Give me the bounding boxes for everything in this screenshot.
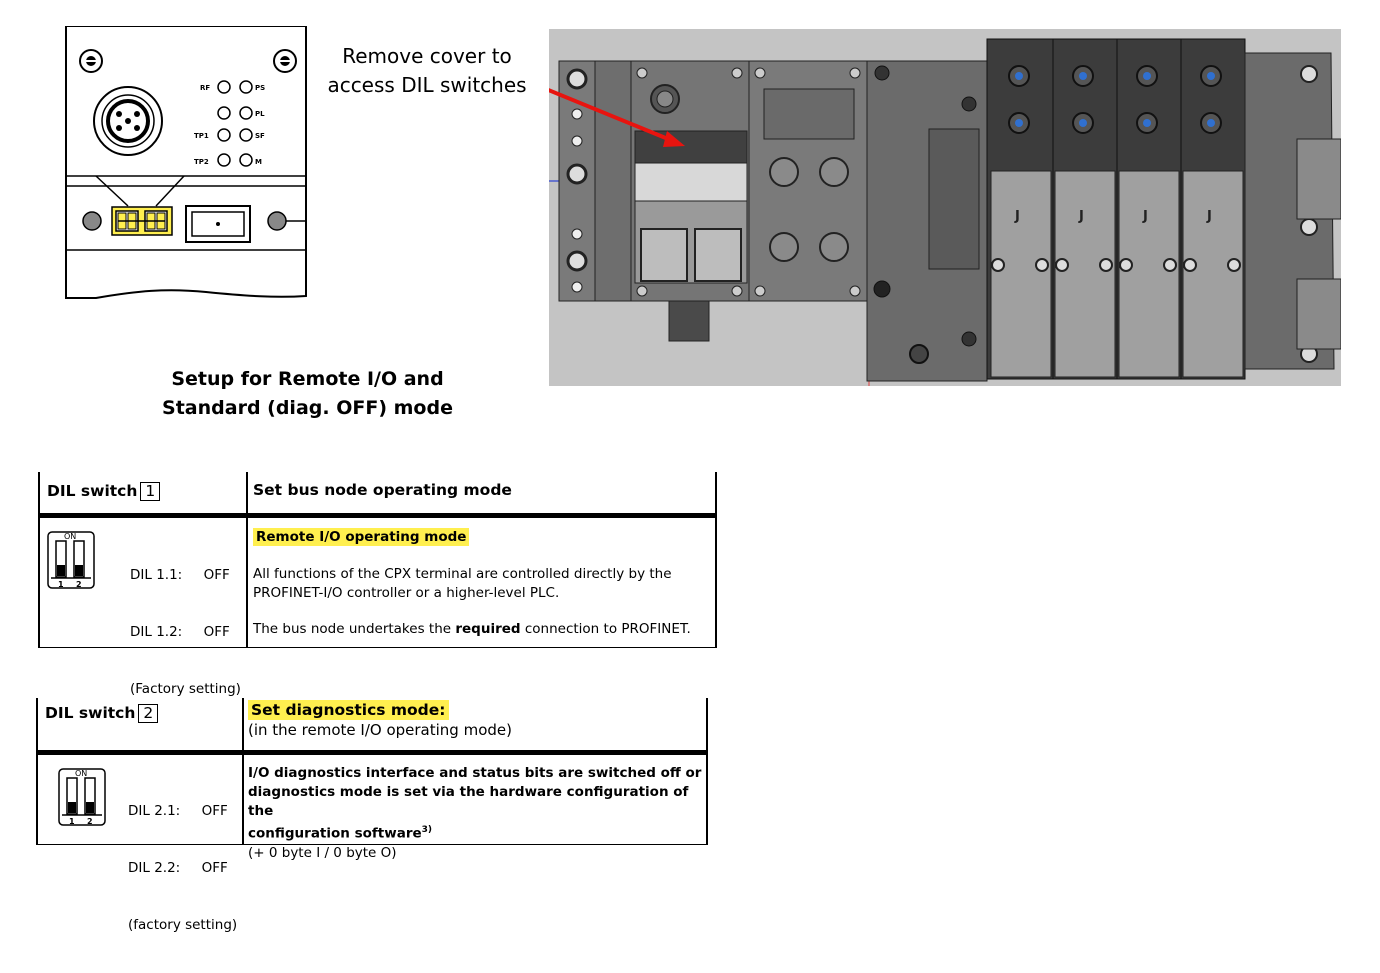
led-indicators: RF PS PL TP1 SF TP2 M xyxy=(194,80,265,167)
red-arrow xyxy=(549,88,685,147)
svg-text:J: J xyxy=(1078,209,1084,224)
dil-switch-block-icon xyxy=(111,206,173,236)
bus-node-module xyxy=(630,60,750,342)
switch-number-box: 1 xyxy=(140,482,161,501)
led-label: SF xyxy=(255,132,265,140)
led-label: M xyxy=(255,158,262,166)
valve-group: J J J J xyxy=(986,38,1246,380)
led-label: PL xyxy=(255,110,265,118)
svg-text:J: J xyxy=(1206,209,1212,224)
led-label: TP2 xyxy=(194,158,209,166)
led-label: PS xyxy=(255,84,265,92)
svg-text:ON: ON xyxy=(75,769,87,778)
setup-title: Setup for Remote I/O and Standard (diag.… xyxy=(150,365,465,423)
svg-text:ON: ON xyxy=(64,532,76,541)
callout-text: Remove cover to access DIL switches xyxy=(318,42,536,100)
dil-line: (factory setting) xyxy=(128,917,238,933)
dil-line: (Factory setting) xyxy=(130,681,241,697)
dil-line: DIL 2.2: OFF xyxy=(128,860,228,876)
bus-node-note: The bus node undertakes the required con… xyxy=(253,621,691,637)
switch-number-box: 2 xyxy=(138,704,159,723)
m12-connector-icon xyxy=(93,86,163,156)
svg-text:2: 2 xyxy=(87,817,93,826)
screw-icon xyxy=(82,211,102,231)
diagnostics-description: I/O diagnostics interface and status bit… xyxy=(248,765,702,861)
screw-icon xyxy=(267,211,287,231)
mode-title: Remote I/O operating mode xyxy=(253,528,470,547)
callout-line-2: access DIL switches xyxy=(327,73,527,97)
callout-line-1: Remove cover to xyxy=(342,44,512,68)
setup-title-line-1: Setup for Remote I/O and xyxy=(171,368,444,390)
dil-setting-text: DIL 2.1: OFF DIL 2.2: OFF (factory setti… xyxy=(128,764,237,973)
dil-switch-icon: ON 1 2 xyxy=(47,531,95,589)
svg-text:J: J xyxy=(1014,209,1020,224)
dil-line: DIL 1.1: OFF xyxy=(130,567,230,583)
service-port-icon xyxy=(185,205,251,243)
cpx-terminal-cad-view: Y xyxy=(549,29,1341,386)
screw-icon xyxy=(273,49,297,73)
dil-setting-text: DIL 1.1: OFF DIL 1.2: OFF (Factory setti… xyxy=(130,528,241,737)
dil-line: DIL 2.1: OFF xyxy=(128,803,228,819)
led-label: RF xyxy=(200,84,210,92)
table2-header-right: Set diagnostics mode: (in the remote I/O… xyxy=(248,700,512,739)
dil-line: DIL 1.2: OFF xyxy=(130,624,230,640)
bus-node-line-drawing: RF PS PL TP1 SF TP2 M xyxy=(65,26,307,299)
led-label: TP1 xyxy=(194,132,209,140)
svg-text:1: 1 xyxy=(58,580,64,589)
svg-text:1: 1 xyxy=(69,817,75,826)
screw-icon xyxy=(79,49,103,73)
svg-text:J: J xyxy=(1142,209,1148,224)
setup-title-line-2: Standard (diag. OFF) mode xyxy=(162,397,453,419)
svg-text:2: 2 xyxy=(76,580,82,589)
mode-description: All functions of the CPX terminal are co… xyxy=(253,566,672,601)
dil-switch-icon: ON 1 2 xyxy=(58,768,106,826)
io-module xyxy=(748,60,868,302)
table1-header-right: Set bus node operating mode xyxy=(253,481,512,499)
